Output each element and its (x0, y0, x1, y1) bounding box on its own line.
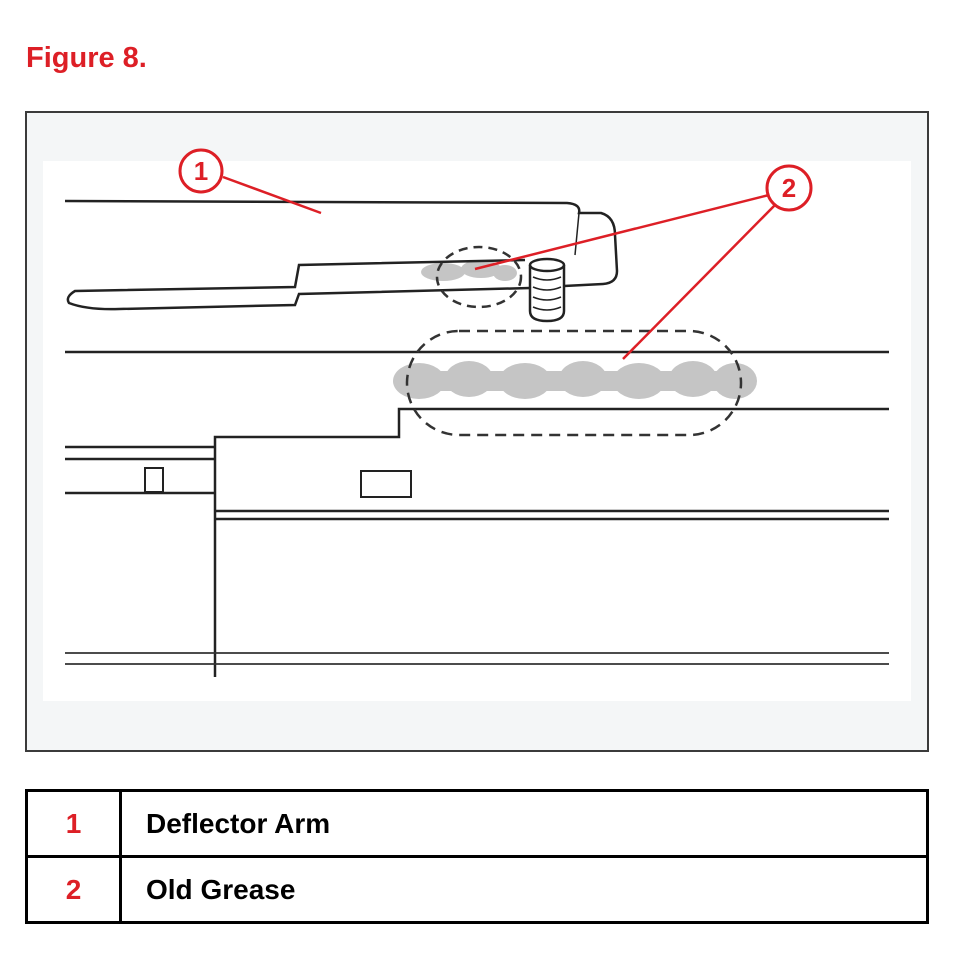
callout-label: Deflector Arm (119, 789, 929, 858)
inner-panel (43, 161, 911, 701)
callout-label: Old Grease (119, 855, 929, 924)
callout-badge-1: 1 (178, 148, 224, 194)
rail-track (65, 350, 889, 677)
arm-edge (574, 212, 580, 256)
deflector-arm (64, 199, 619, 311)
svg-text:2: 2 (782, 173, 796, 203)
callout-badge-2: 2 (765, 164, 813, 212)
callout-leaders (222, 175, 776, 360)
callout-legend-table: 1 Deflector Arm 2 Old Grease (25, 789, 929, 924)
grease-arm-highlight (435, 245, 523, 309)
base-lines (65, 652, 889, 665)
grease-arm (421, 260, 517, 281)
grease-rail (393, 361, 757, 399)
figure-caption: Figure 8. (26, 42, 147, 74)
deflector-arm-diagram: 1 2 (43, 148, 911, 701)
table-row: 2 Old Grease (25, 855, 929, 924)
diagram-frame: 1 2 (25, 111, 929, 752)
callout-number: 1 (25, 789, 122, 858)
svg-text:1: 1 (194, 156, 208, 186)
grease-rail-highlight (405, 329, 743, 437)
arm-pin (528, 257, 566, 323)
callout-number: 2 (25, 855, 122, 924)
table-row: 1 Deflector Arm (25, 789, 929, 858)
